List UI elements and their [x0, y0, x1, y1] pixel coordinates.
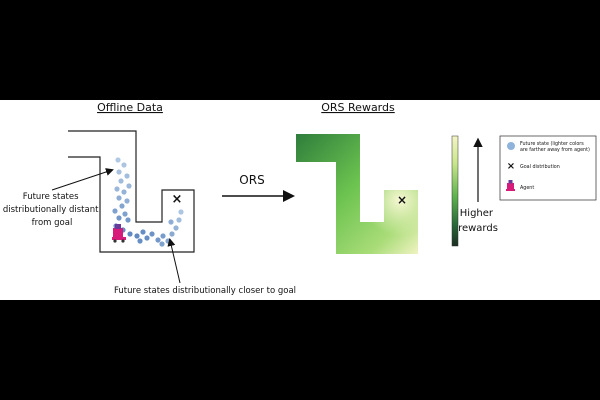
goal-x-icon: × — [172, 192, 183, 207]
future-state-dot — [169, 231, 175, 237]
future-state-dot — [121, 189, 127, 195]
reward-maze — [296, 134, 418, 254]
distant-arrow — [51, 168, 114, 191]
future-state-dot — [122, 211, 128, 217]
future-state-dot — [144, 235, 150, 241]
ors-arrow-label: ORS — [239, 173, 264, 187]
legend-dot-icon — [507, 142, 515, 150]
future-state-dot — [155, 237, 161, 243]
future-state-dot — [126, 183, 132, 189]
future-state-dot — [176, 217, 182, 223]
future-state-dot — [124, 173, 130, 179]
future-state-dot — [119, 203, 125, 209]
future-state-dot — [168, 219, 174, 225]
robot-agent-icon — [112, 224, 126, 243]
legend: Future state (lighter colors are farther… — [499, 135, 597, 201]
legend-agent: Agent — [520, 185, 534, 191]
future-state-dot — [127, 231, 133, 237]
future-state-dot — [149, 231, 155, 237]
future-state-dot — [159, 241, 165, 247]
future-state-dot — [124, 198, 130, 204]
future-state-dot — [112, 208, 118, 214]
ors-rewards-title: ORS Rewards — [321, 101, 395, 114]
future-state-dot — [173, 225, 179, 231]
legend-x-mark-icon: × — [507, 161, 515, 172]
future-state-dot — [160, 233, 166, 239]
future-state-dot — [178, 209, 184, 215]
distant-annotation: Future states distributionally distant f… — [3, 192, 101, 228]
future-state-dot — [134, 233, 140, 239]
future-state-dot — [116, 215, 122, 221]
reward-goal-x-icon: × — [397, 193, 407, 207]
offline-data-title: Offline Data — [97, 101, 163, 114]
future-state-dot — [121, 162, 127, 168]
future-state-dot — [137, 238, 143, 244]
future-state-dot — [116, 169, 122, 175]
legend-robot-agent-icon — [506, 180, 515, 191]
reward-colorbar — [451, 135, 459, 247]
future-state-dot — [116, 195, 122, 201]
closer-annotation: Future states distributionally closer to… — [114, 286, 296, 296]
future-state-dot — [114, 186, 120, 192]
legend-future-state: Future state (lighter colors are farther… — [520, 141, 590, 153]
colorbar-label: Higher rewards — [458, 208, 498, 234]
future-state-dots — [112, 157, 184, 247]
offline-maze — [68, 130, 195, 253]
future-state-dot — [118, 178, 124, 184]
future-state-dot — [115, 157, 121, 163]
future-state-dot — [140, 229, 146, 235]
future-state-dot — [125, 217, 131, 223]
legend-goal: Goal distribution — [520, 164, 560, 170]
closer-arrow — [167, 238, 181, 284]
